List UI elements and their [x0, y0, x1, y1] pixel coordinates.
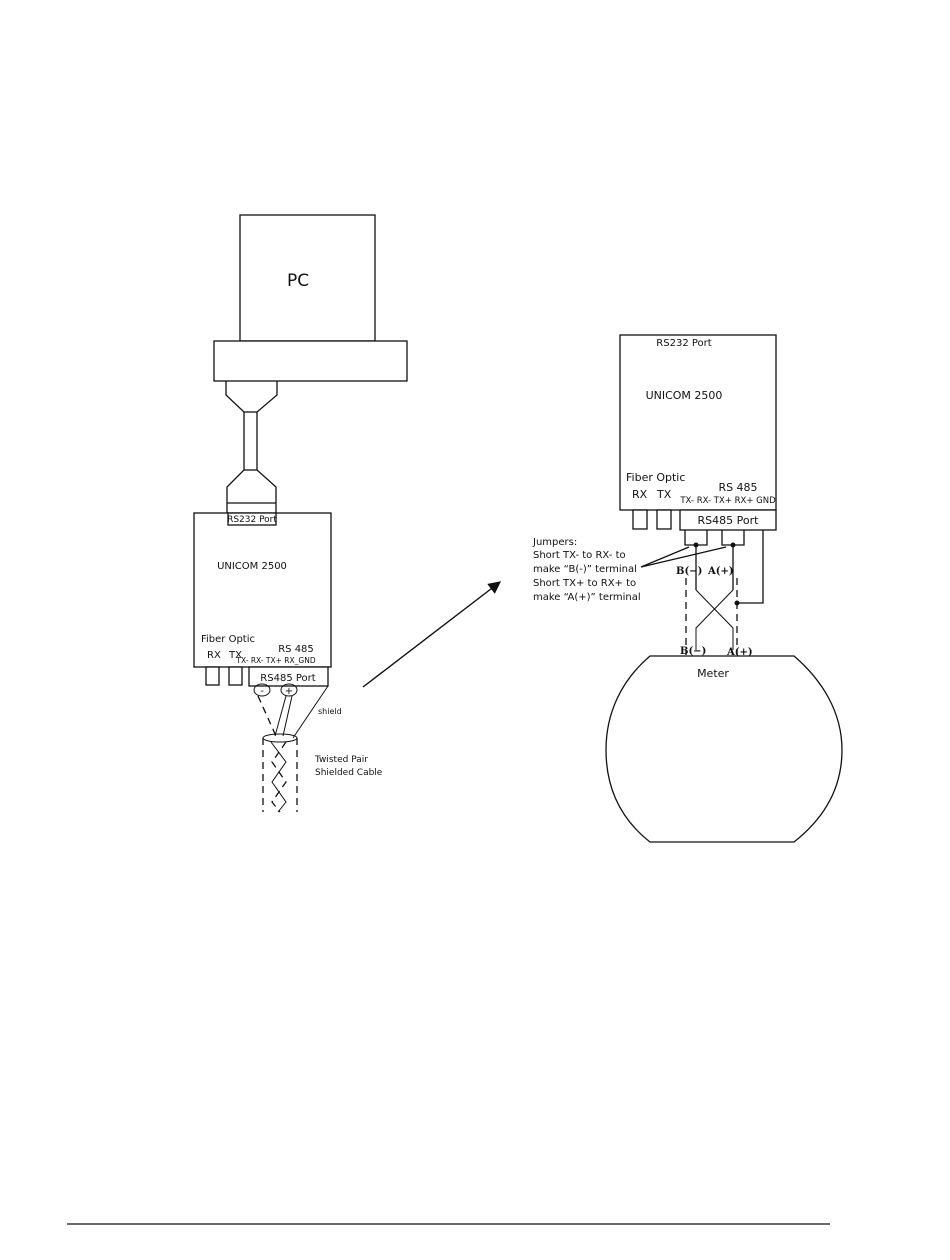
- shield-label: shield: [318, 707, 342, 716]
- jumper-pointer-1: [640, 546, 690, 568]
- right-tx-connector: [656, 509, 672, 530]
- left-tx-label: TX: [228, 650, 242, 661]
- left-rs485-label: RS 485: [278, 644, 314, 655]
- minus-terminal-sign: -: [260, 686, 264, 697]
- rs232-cable: [225, 381, 278, 513]
- cable-end-ellipse: [262, 733, 298, 743]
- plus-wire-a: [274, 695, 287, 737]
- jumpers-line1: Jumpers:: [532, 537, 577, 548]
- left-rs232-port-box: [227, 512, 277, 526]
- right-rs485-label: RS 485: [718, 481, 757, 494]
- shield-wire: [292, 685, 329, 739]
- left-twisted-pair-cable: - + shield Twisted Pair Shielded Cable: [253, 683, 383, 813]
- right-rs232-port-label: RS232 Port: [656, 338, 711, 349]
- gnd-shield-wire: [737, 530, 764, 604]
- right-tx-label: TX: [656, 488, 672, 501]
- plus-wire-b: [282, 695, 293, 737]
- left-rs485-port-label: RS485 Port: [260, 673, 315, 684]
- meter-label: Meter: [697, 667, 729, 680]
- b-minus-upper-label: B(−): [676, 566, 702, 577]
- left-terminal-labels: TX- RX- TX+ RX_GND: [235, 656, 315, 665]
- left-tx-connector: [228, 666, 243, 686]
- right-rs485-port-label: RS485 Port: [698, 514, 760, 527]
- detail-arrow: [362, 581, 502, 688]
- b-minus-lower-label: B(−): [680, 646, 706, 657]
- twist-wire-1: [270, 741, 287, 813]
- right-fiber-optic-label: Fiber Optic: [626, 471, 685, 484]
- rs232-cable-right-edge: [256, 381, 278, 513]
- meter-body: [605, 655, 843, 843]
- right-terminal-labels: TX- RX- TX+ RX+ GND: [679, 496, 776, 506]
- right-rs485-port-box: [679, 509, 777, 531]
- pc-label: PC: [287, 271, 309, 291]
- left-rs232-port-label: RS232 Port: [227, 515, 277, 525]
- right-rx-label: RX: [632, 488, 648, 501]
- right-twist-wire-2: [695, 589, 734, 650]
- plus-terminal-circle: [280, 683, 298, 697]
- meter: Meter: [605, 655, 843, 843]
- pc-body: [239, 214, 376, 342]
- jumpers-line5: make “A(+)” terminal: [533, 592, 641, 603]
- jumpers-line4: Short TX+ to RX+ to: [533, 578, 636, 589]
- jumper-pointer-2: [640, 546, 727, 568]
- right-twist-wire-1: [695, 589, 734, 650]
- cable-label-line1: Twisted Pair: [314, 755, 368, 765]
- left-rx-connector: [205, 666, 220, 686]
- plus-terminal-sign: +: [285, 686, 293, 697]
- jumpers-line3: make “B(-)” terminal: [533, 564, 637, 575]
- right-unicom-converter: RS232 Port UNICOM 2500 Fiber Optic RX TX…: [619, 334, 777, 531]
- left-fiber-optic-label: Fiber Optic: [201, 634, 255, 645]
- right-rx-connector: [632, 509, 648, 530]
- rs232-cable-left-edge: [225, 381, 245, 513]
- right-jumper-wiring: Jumpers: Short TX- to RX- to make “B(-)”…: [532, 530, 764, 658]
- left-converter-name: UNICOM 2500: [217, 561, 287, 572]
- minus-terminal-circle: [253, 683, 271, 697]
- right-converter-body: [619, 334, 777, 511]
- a-plus-upper-label: A(+): [707, 566, 734, 577]
- twist-wire-2: [271, 741, 287, 813]
- right-converter-name: UNICOM 2500: [646, 389, 723, 402]
- minus-wire: [257, 695, 277, 737]
- pc: PC: [213, 214, 408, 382]
- left-rs485-port-box: [248, 666, 329, 687]
- pc-base: [213, 340, 408, 382]
- jumpers-line2: Short TX- to RX- to: [533, 550, 626, 561]
- cable-label-line2: Shielded Cable: [315, 768, 383, 778]
- left-rx-label: RX: [207, 650, 221, 661]
- a-plus-lower-label: A(+): [726, 647, 753, 658]
- left-unicom-converter: RS232 Port UNICOM 2500 Fiber Optic RX TX…: [193, 512, 332, 687]
